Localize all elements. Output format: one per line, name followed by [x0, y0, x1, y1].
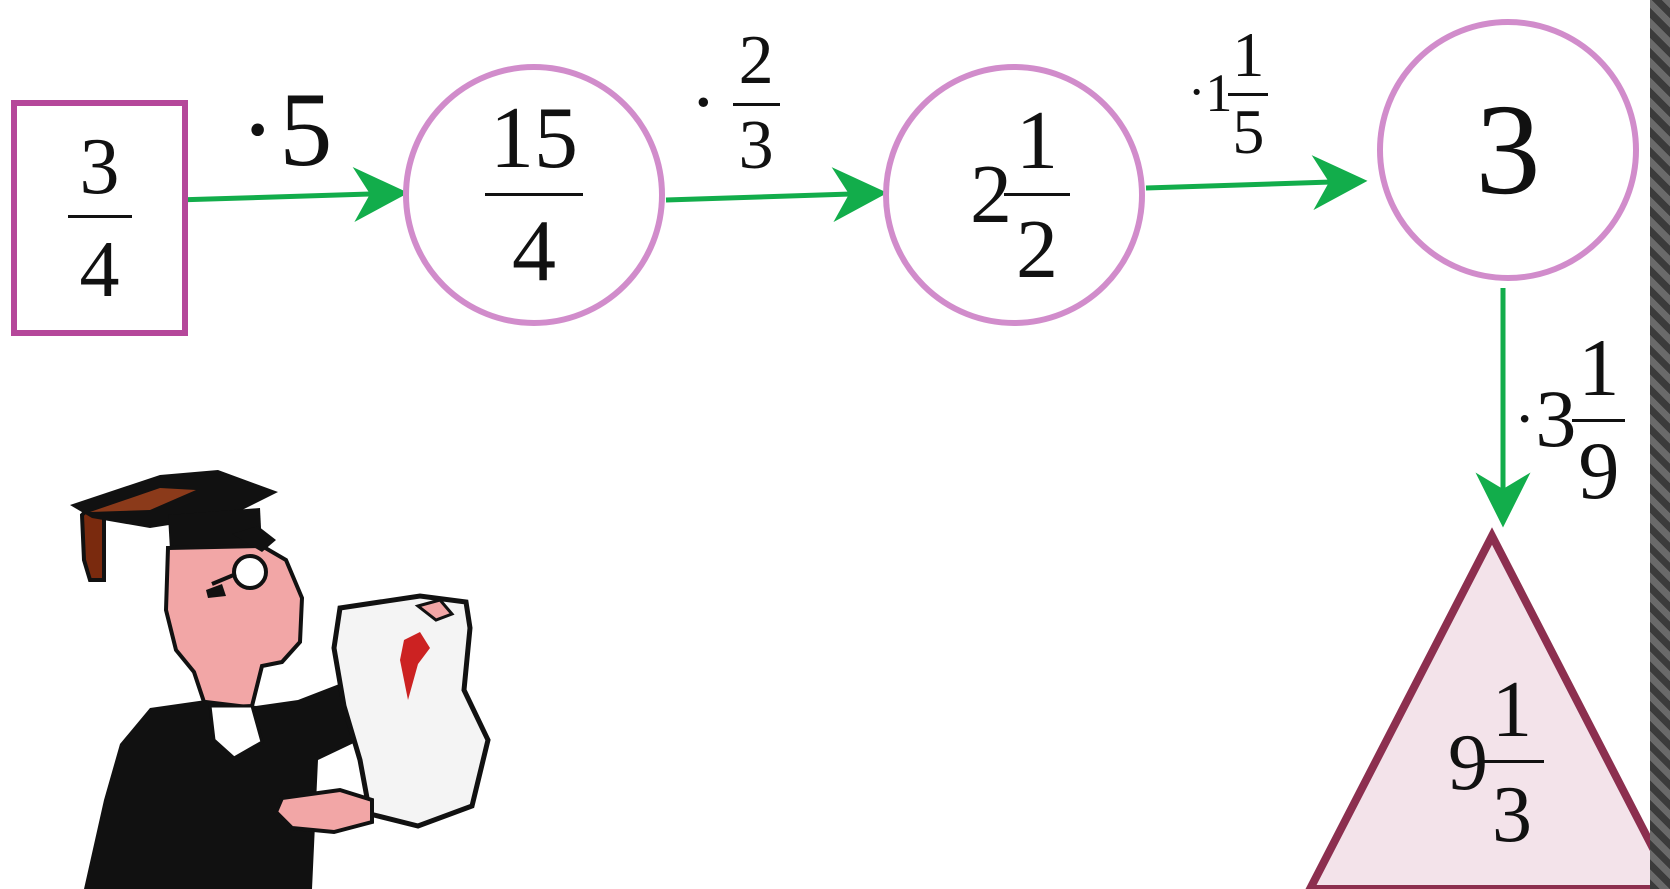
step2-value: 2 1 2	[886, 67, 1142, 323]
fraction-bar	[732, 102, 780, 106]
step1-value: 15 4	[406, 67, 662, 323]
factor-value: 5	[279, 71, 333, 188]
fraction-bar	[67, 214, 132, 218]
factor-fraction: 1 9	[1572, 321, 1626, 516]
fraction-bar	[1228, 92, 1269, 96]
fraction-numerator: 1	[1492, 666, 1532, 754]
fraction-denominator: 9	[1578, 424, 1620, 516]
multiply-dot: ·	[1514, 383, 1536, 454]
fraction-denominator: 4	[512, 202, 556, 300]
multiply-dot: ·	[690, 59, 717, 147]
start-square	[11, 100, 188, 336]
whole-number: 3	[1475, 78, 1541, 222]
multiply-dot: ·	[1188, 64, 1206, 121]
fraction-denominator: 4	[79, 225, 120, 314]
graduate-with-diploma-icon	[70, 470, 491, 889]
arrow-3	[1145, 155, 1368, 211]
fraction-bar	[1004, 192, 1070, 196]
step3-circle	[1377, 19, 1639, 281]
fraction-numerator: 1	[1232, 18, 1265, 90]
step2-fraction: 1 2	[1004, 93, 1070, 296]
fraction-denominator: 2	[1016, 202, 1058, 296]
fraction-bar	[1480, 760, 1544, 763]
edge-strip	[1650, 0, 1670, 889]
fraction-denominator: 3	[738, 106, 774, 184]
step1-fraction: 15 4	[485, 89, 583, 300]
fraction-numerator: 2	[738, 21, 774, 99]
multiply-dot: ·	[240, 71, 276, 188]
fraction-denominator: 3	[1492, 771, 1532, 859]
result-value: 9 1 3	[1400, 650, 1580, 875]
step3-value: 3	[1380, 22, 1636, 278]
factor-whole: 1	[1205, 63, 1233, 123]
operation-label-2: · 2 3	[690, 18, 780, 188]
arrow-1	[175, 167, 409, 223]
operation-label-1: · 5	[240, 70, 332, 190]
factor-whole: 3	[1535, 373, 1577, 464]
operation-label-4: · 3 1 9	[1514, 304, 1626, 534]
fraction-numerator: 15	[490, 89, 578, 187]
fraction-numerator: 3	[79, 122, 120, 211]
start-fraction: 3 4	[67, 122, 132, 314]
result-fraction: 1 3	[1480, 666, 1544, 859]
fraction-numerator: 1	[1016, 93, 1058, 187]
operation-label-3: · 1 1 5	[1188, 18, 1269, 168]
factor-fraction: 1 5	[1228, 18, 1269, 167]
fraction-bar	[485, 192, 583, 196]
fraction-bar	[1572, 418, 1626, 422]
fraction-denominator: 5	[1232, 95, 1265, 167]
fraction-numerator: 1	[1578, 321, 1620, 413]
arrow-2	[665, 167, 888, 223]
result-triangle	[1305, 527, 1670, 889]
factor-fraction: 2 3	[732, 21, 780, 184]
start-value: 3 4	[14, 103, 185, 333]
